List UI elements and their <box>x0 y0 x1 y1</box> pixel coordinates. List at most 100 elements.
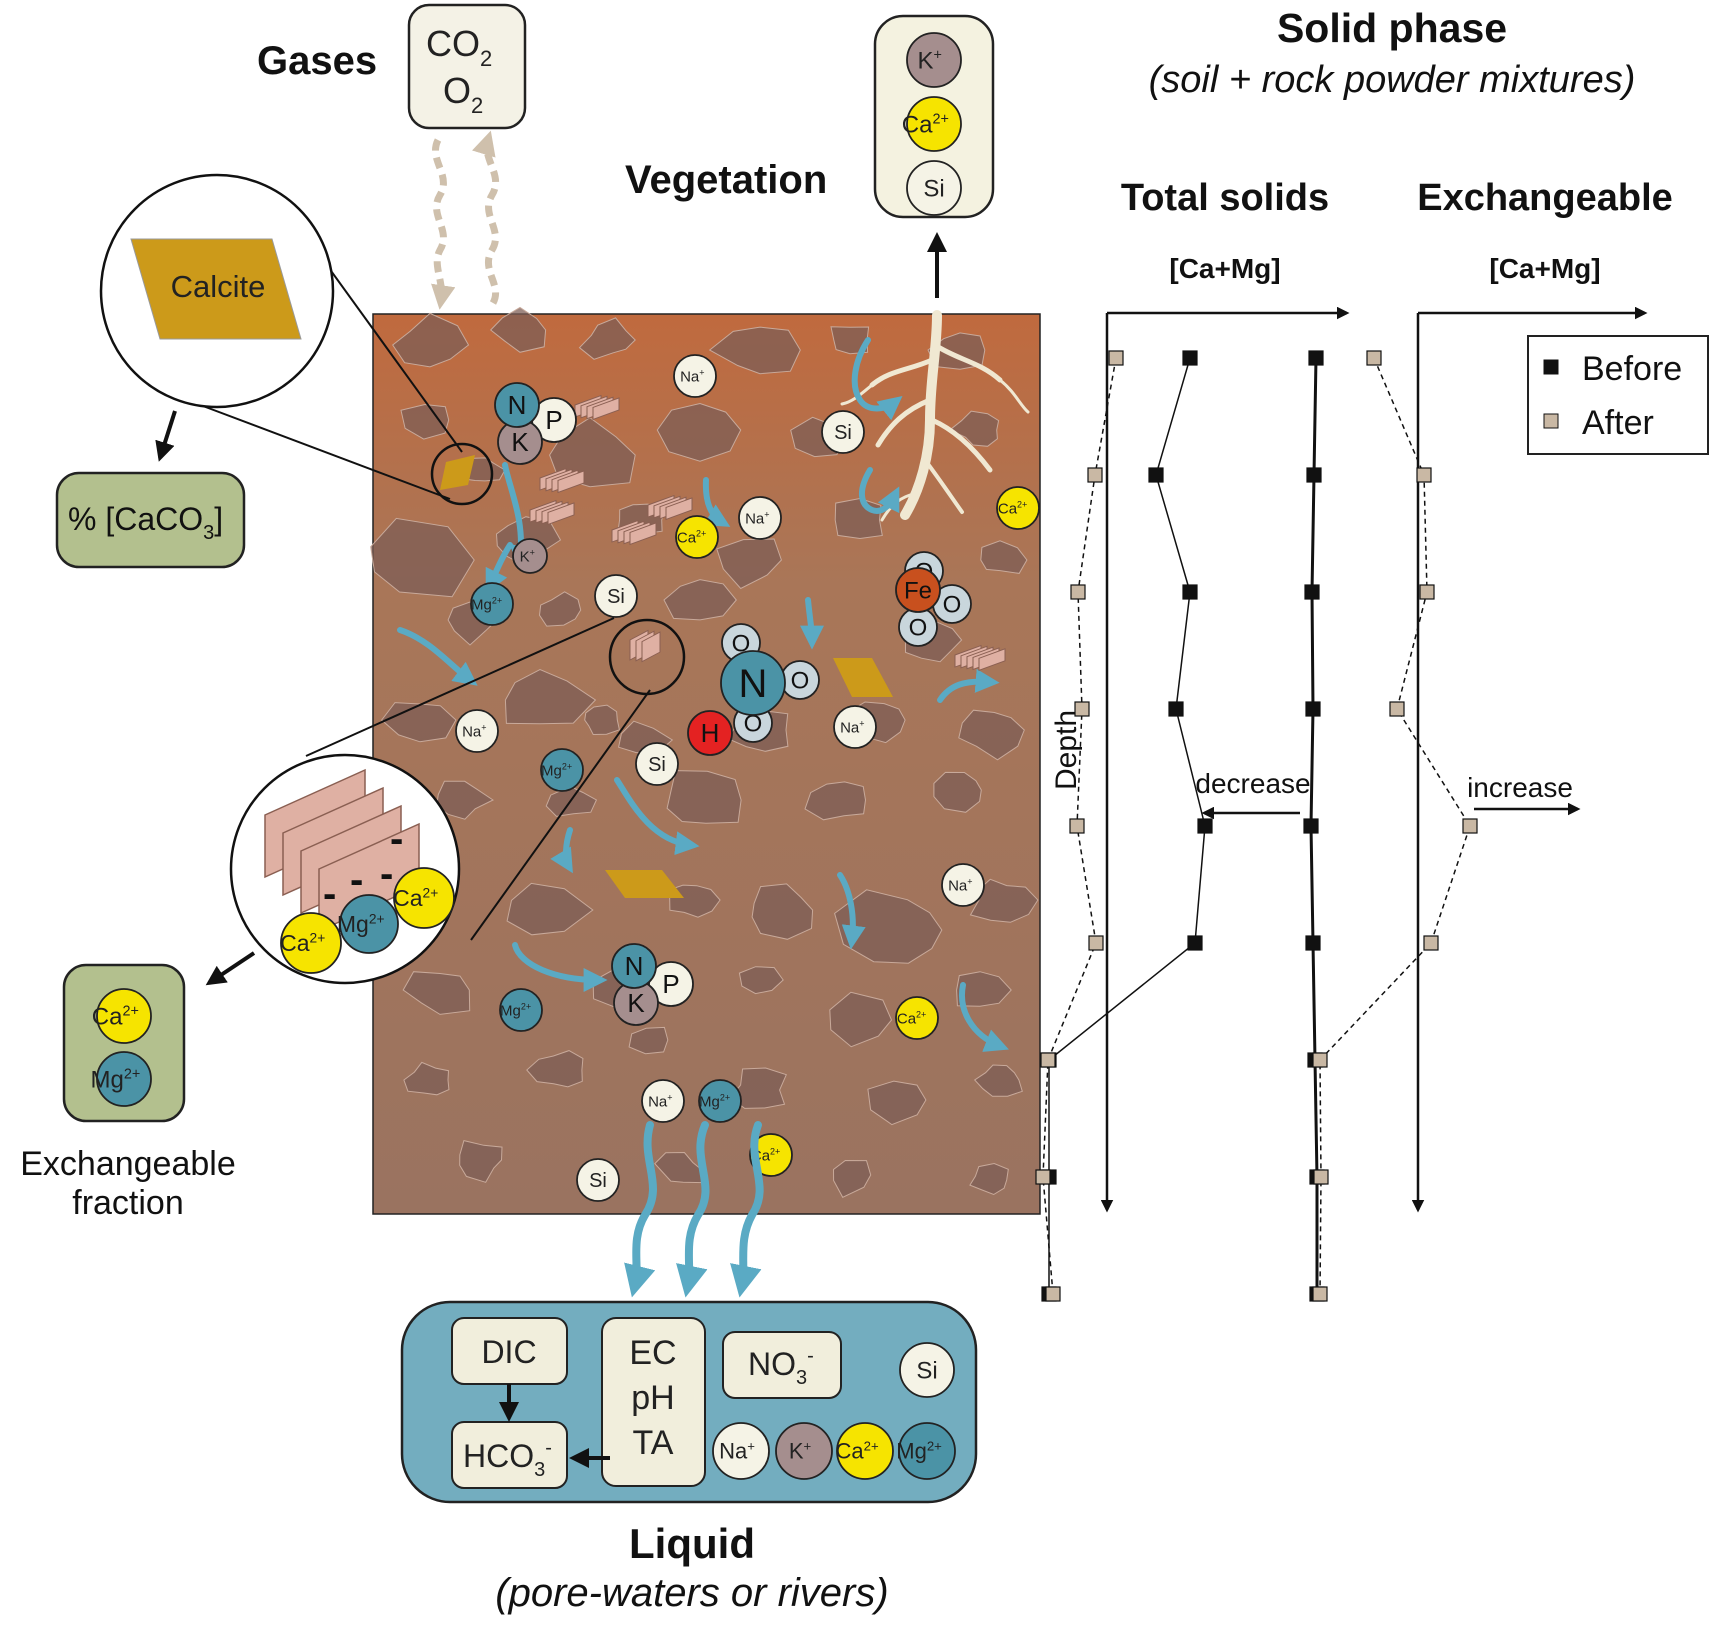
clay-zoom-line-a <box>305 617 615 757</box>
leaching-arrow <box>730 1121 764 1298</box>
svg-text:Ca2+: Ca2+ <box>677 529 706 547</box>
rock-fragment <box>751 883 814 940</box>
gas-exchange-arrow-up <box>472 130 500 305</box>
svg-text:Na+: Na+ <box>745 510 769 528</box>
flow-arrow <box>397 627 478 686</box>
chart-title: Exchangeable <box>1417 177 1673 219</box>
svg-text:-: - <box>350 858 363 902</box>
svg-text:Si: Si <box>607 586 625 608</box>
rock-fragment <box>403 1061 450 1096</box>
caco3-box <box>55 471 246 569</box>
chart-xlabel: [Ca+Mg] <box>1489 253 1600 284</box>
soil-ion-mg-16: Mg2+ <box>698 1079 742 1123</box>
rock-fragment <box>969 1162 1009 1196</box>
marker-before <box>1182 584 1198 600</box>
rock-fragment <box>708 326 801 375</box>
rock-fragment <box>669 884 721 918</box>
solid-phase-subtitle: (soil + rock powder mixtures) <box>1149 59 1636 101</box>
svg-text:Mg2+: Mg2+ <box>471 596 502 614</box>
plant-roots <box>840 310 1030 522</box>
clay-zoom-line-b <box>470 689 651 941</box>
svg-text:-: - <box>380 852 393 896</box>
svg-text:Si: Si <box>834 422 852 444</box>
soil-ion-ca-4: Ca2+ <box>996 486 1040 530</box>
soil-ion-mg-9: Mg2+ <box>540 748 584 792</box>
svg-text:O: O <box>732 630 751 657</box>
svg-text:Na+: Na+ <box>948 877 972 895</box>
marker-after <box>1416 467 1432 483</box>
svg-text:Na+: Na+ <box>648 1093 672 1111</box>
clay-minerals <box>529 394 1006 671</box>
marker-before <box>1148 467 1164 483</box>
rock-fragment <box>666 770 742 824</box>
rock-fragment <box>656 402 742 462</box>
marker-before <box>1306 467 1322 483</box>
soil-ion-na-11: Na+ <box>833 705 877 749</box>
rock-fragment <box>956 971 1012 1007</box>
vegetation-title: Vegetation <box>625 158 827 202</box>
rock-fragment <box>392 312 470 368</box>
marker-before <box>1303 818 1319 834</box>
svg-text:K: K <box>627 988 645 1018</box>
soil-ion-na-0: Na+ <box>673 354 717 398</box>
calcite-grain-small <box>440 455 475 490</box>
rock-fragment <box>933 771 982 813</box>
rock-fragment <box>526 1050 584 1088</box>
svg-text:O: O <box>744 710 763 737</box>
rock-fragment <box>716 538 782 590</box>
rock-fragment <box>663 579 737 621</box>
atom-k: K <box>497 419 543 465</box>
marker-before <box>1182 350 1198 366</box>
marker-before <box>1305 935 1321 951</box>
vegetation-ion-ca: Ca2+ <box>902 96 962 152</box>
caco3-label: % [CaCO3] <box>68 501 223 544</box>
marker-after <box>1389 701 1405 717</box>
liquid-ion-ca: Ca2+ <box>835 1422 894 1480</box>
zoom-ion-ca-0: Ca2+ <box>393 867 455 929</box>
marker-before <box>1187 935 1203 951</box>
param-ec: EC <box>629 1334 676 1372</box>
rock-fragment <box>738 966 784 995</box>
svg-text:Fe: Fe <box>904 577 932 604</box>
svg-text:-: - <box>390 817 403 861</box>
atom-h: H <box>687 710 733 756</box>
legend-after: After <box>1582 404 1654 442</box>
marker-before <box>1197 818 1213 834</box>
soil-ion-mg-6: Mg2+ <box>470 582 514 626</box>
exchangeable-ions: Ca2+Mg2+ <box>90 988 152 1107</box>
flow-arrow <box>550 827 573 874</box>
marker-after <box>1035 1169 1051 1185</box>
clay-zoom-ions: Ca2+Mg2+Ca2+ <box>280 867 455 974</box>
leaching-arrow <box>676 1121 710 1298</box>
rock-fragment <box>834 497 883 540</box>
soil-ion-ca-3: Ca2+ <box>675 515 719 559</box>
marker-after <box>1045 1286 1061 1302</box>
flow-arrow <box>959 982 1009 1052</box>
clay-stack <box>539 467 585 494</box>
svg-text:O: O <box>909 614 928 641</box>
marker-after <box>1313 1169 1329 1185</box>
rock-fragment <box>829 991 893 1048</box>
co2-label: CO2 <box>426 23 492 71</box>
liquid-ion-mg: Mg2+ <box>896 1422 956 1480</box>
leaching-arrows <box>624 1121 764 1298</box>
no3-box <box>722 1331 842 1399</box>
rock-fragment <box>832 1159 872 1198</box>
marker-after <box>1423 935 1439 951</box>
svg-text:N: N <box>625 951 644 981</box>
svg-text:H: H <box>701 718 720 748</box>
chart-ylabel: Depth <box>1050 710 1083 790</box>
svg-text:Na+: Na+ <box>462 723 486 741</box>
svg-text:Mg2+: Mg2+ <box>90 1066 140 1093</box>
param-ta: TA <box>633 1424 674 1462</box>
rock-fragment <box>489 306 547 353</box>
soil-ion-mg-13: Mg2+ <box>499 988 543 1032</box>
svg-text:N: N <box>508 390 527 420</box>
vegetation-ions: K+Ca2+Si <box>902 32 962 216</box>
exchangeable-caption-1: Exchangeable <box>20 1145 236 1183</box>
chart-title: Total solids <box>1121 177 1329 219</box>
svg-text:K: K <box>511 427 529 457</box>
svg-text:P: P <box>545 405 562 435</box>
svg-text:Na+: Na+ <box>719 1438 755 1463</box>
